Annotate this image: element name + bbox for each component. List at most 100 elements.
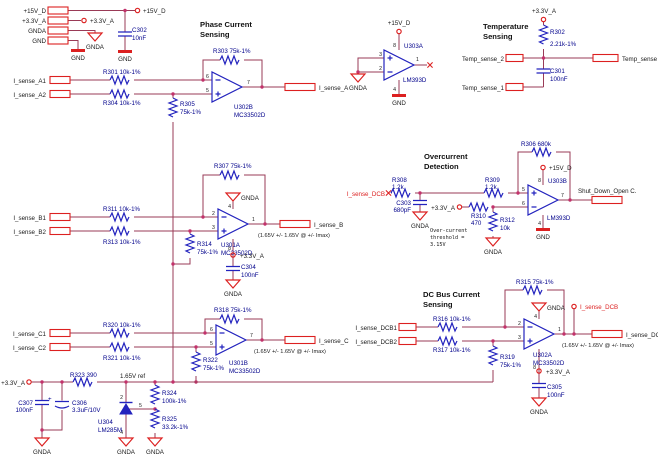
resistor-r312[interactable]	[488, 211, 498, 232]
net-tempsense1: Temp_sense_1	[462, 85, 505, 92]
range-note: (1.65V +/- 1.65V @ +/- Imax)	[258, 233, 330, 239]
capacitor-c303[interactable]	[412, 199, 428, 206]
net-isenseDCB1: I_sense_DCB1	[355, 325, 397, 332]
connector-tempsense1[interactable]	[505, 82, 524, 92]
connector-gnda[interactable]	[47, 26, 69, 35]
connector-isenseDCB-out[interactable]	[591, 329, 623, 339]
comparator-u303a-symbol[interactable]	[383, 49, 415, 81]
capacitor-c307[interactable]	[34, 399, 50, 406]
connector-33v[interactable]	[47, 16, 69, 25]
connector-isenseB2[interactable]	[49, 226, 71, 236]
resistor-r305[interactable]	[168, 97, 178, 118]
net-shutdown: Shut_Down_Open C.	[578, 188, 637, 195]
resistor-r313[interactable]	[109, 226, 130, 236]
section-title: Sensing	[423, 300, 453, 309]
c305-ref: C305	[547, 384, 562, 391]
resistor-r311[interactable]	[109, 212, 130, 222]
resistor-r306[interactable]	[531, 147, 552, 157]
range-note: (1.65V +/- 1.65V @ +/- Imax)	[254, 349, 326, 355]
opamp-u302b[interactable]	[211, 71, 243, 103]
resistor-r302[interactable]	[538, 24, 549, 45]
connector-isenseDCB2[interactable]	[398, 336, 417, 346]
gnda-symbol-icon	[34, 437, 50, 447]
pin-2: 2	[212, 211, 215, 217]
power-terminal-icon[interactable]	[134, 7, 141, 14]
power-terminal-icon[interactable]	[396, 28, 402, 35]
power-terminal-icon[interactable]	[456, 204, 463, 210]
connector-isenseC2[interactable]	[49, 342, 71, 352]
connector-isenseB-out[interactable]	[279, 219, 311, 229]
resistor-r325[interactable]	[150, 408, 160, 429]
power-terminal-icon[interactable]	[540, 164, 546, 171]
shunt-reference-u304[interactable]	[119, 401, 133, 415]
capacitor-c304[interactable]	[225, 265, 241, 272]
reference-circuit: +3.3V_A R323 390 1.65V ref C307 100nF + …	[1, 372, 493, 456]
u303a-part: LM393D	[403, 77, 427, 84]
opamp-u301a[interactable]	[217, 208, 249, 240]
net-terminal-icon[interactable]	[571, 303, 577, 310]
gnd-symbol-icon	[118, 50, 132, 53]
resistor-r304[interactable]	[109, 89, 130, 99]
resistor-r323[interactable]	[72, 377, 93, 387]
dc-bus-current-sensing: DC Bus Current Sensing I_sense_DCB1 I_se…	[355, 279, 658, 416]
connector-isenseA2[interactable]	[49, 89, 71, 99]
r305-ref: R305	[180, 101, 195, 108]
resistor-r321[interactable]	[109, 342, 130, 352]
capacitor-c305[interactable]	[531, 382, 547, 389]
overcurrent-detection: Overcurrent Detection I_sense_DCB R308 1…	[347, 141, 637, 256]
resistor-r319[interactable]	[488, 345, 498, 366]
connector-isenseA1[interactable]	[49, 75, 71, 85]
connector-gnd[interactable]	[47, 36, 69, 45]
connector-isenseA-out[interactable]	[284, 82, 316, 92]
gnda-symbol-icon	[531, 302, 547, 312]
r317-label: R317 10k-1%	[433, 347, 471, 354]
gnda-symbol-icon	[87, 32, 103, 42]
pin-5: 5	[206, 88, 209, 94]
capacitor-c302[interactable]	[117, 31, 133, 37]
resistor-r322[interactable]	[191, 351, 201, 372]
connector-tempsense-out[interactable]	[592, 53, 619, 63]
comparator-u303b[interactable]	[527, 184, 559, 216]
opamp-u302a[interactable]	[523, 318, 555, 350]
resistor-r316[interactable]	[437, 322, 458, 332]
net-165v-ref: 1.65V ref	[120, 373, 145, 380]
r302-value: 2.21k-1%	[550, 41, 577, 48]
capacitor-c301[interactable]	[535, 68, 552, 74]
pin-7: 7	[250, 333, 253, 339]
resistor-r307[interactable]	[219, 170, 240, 180]
net-isenseB2: I_sense_B2	[13, 229, 46, 236]
resistor-r320[interactable]	[109, 328, 130, 338]
net-flag-icon	[385, 189, 392, 197]
power-terminal-icon[interactable]	[81, 17, 87, 24]
connector-isenseC1[interactable]	[49, 328, 71, 338]
resistor-r310[interactable]	[468, 202, 489, 212]
connector-isenseB1[interactable]	[49, 212, 71, 222]
resistor-r315[interactable]	[522, 285, 543, 295]
resistor-r303[interactable]	[219, 55, 240, 65]
power-terminal-icon[interactable]	[540, 16, 547, 23]
r308-ref: R308	[392, 177, 407, 184]
resistor-r317[interactable]	[437, 336, 458, 346]
connector-isenseC-out[interactable]	[284, 335, 316, 345]
resistor-r324[interactable]	[150, 384, 160, 405]
no-connect-icon	[426, 61, 434, 69]
connector-shutdown[interactable]	[591, 195, 623, 205]
resistor-r314[interactable]	[185, 233, 195, 254]
gnd-text: GND	[392, 100, 406, 107]
power-terminal-icon[interactable]	[26, 379, 32, 385]
connector-isenseDCB1[interactable]	[398, 322, 417, 332]
temperature-sensing: Temperature Sensing +3.3V_A R302 2.21k-1…	[462, 8, 658, 92]
r302-ref: R302	[550, 29, 565, 36]
r314-ref: R314	[197, 241, 212, 248]
resistor-r318[interactable]	[219, 314, 240, 324]
connector-tempsense2[interactable]	[505, 53, 524, 63]
capacitor-c306[interactable]	[54, 400, 70, 409]
net-label-gnda: GNDA	[28, 28, 47, 35]
net-tempsense2: Temp_sense_2	[462, 56, 505, 63]
resistor-r301[interactable]	[109, 75, 130, 85]
r325-ref: R325	[162, 416, 177, 423]
opamp-u301b[interactable]	[215, 324, 247, 356]
pin-6: 6	[522, 201, 525, 207]
connector-15v[interactable]	[47, 6, 69, 15]
